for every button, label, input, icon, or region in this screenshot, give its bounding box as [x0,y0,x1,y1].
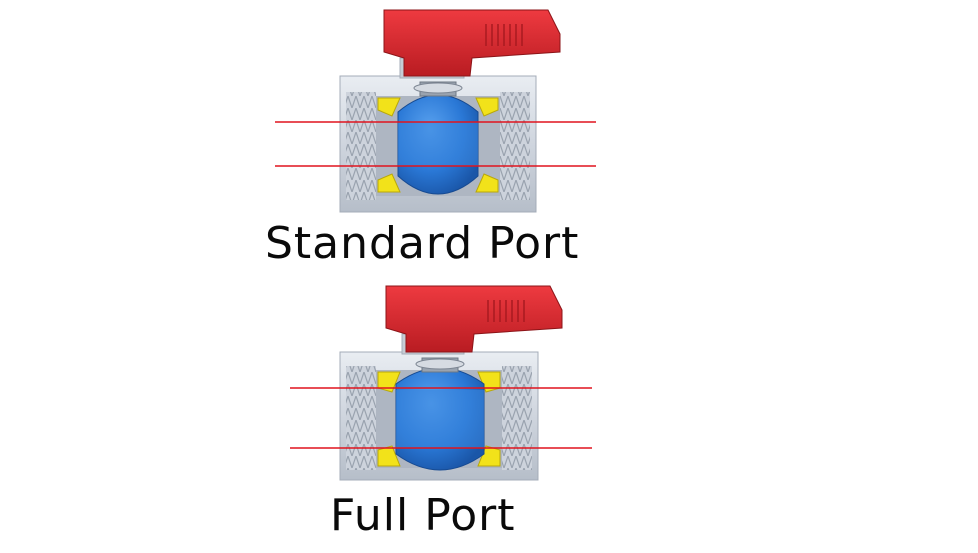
ball-bore [396,390,484,448]
ball-bore [398,122,478,166]
right-thread [500,92,530,200]
seal-top-right [475,97,499,117]
full-port-valve [290,285,592,481]
handle-grip [485,24,523,46]
valve-handle [383,9,561,77]
right-thread [502,366,532,470]
stem-washer [415,358,465,370]
stem-washer [413,82,463,94]
full-port-label: Full Port [330,490,516,541]
seal-bottom-left [377,173,401,193]
standard-port-valve [275,9,596,213]
handle-grip [487,300,525,322]
left-thread [346,92,376,200]
seal-top-left [377,371,401,393]
seal-top-left [377,97,401,117]
standard-port-label: Standard Port [265,218,580,269]
valve-handle [385,285,563,353]
seal-bottom-right [475,173,499,193]
left-thread [346,366,376,470]
